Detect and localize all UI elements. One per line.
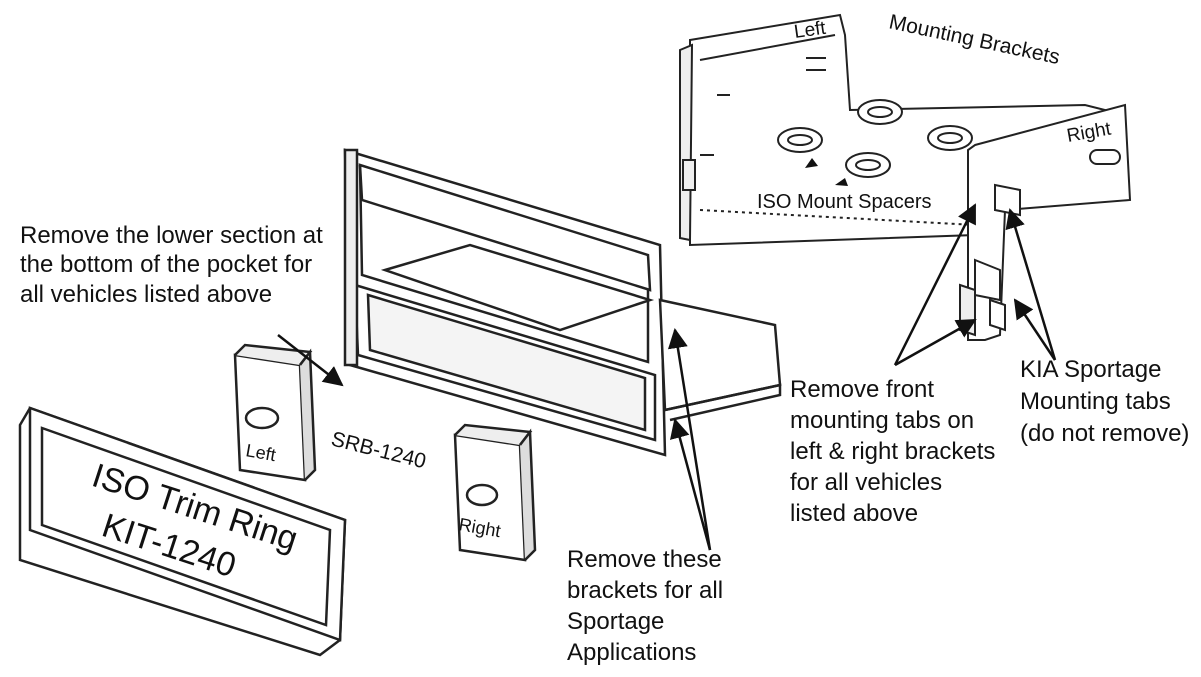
radio-pocket-frame [343, 148, 782, 457]
remove-brackets-label: Remove these brackets for all Sportage A… [567, 546, 723, 666]
iso-mount-spacers-label: ISO Mount Spacers [757, 191, 932, 213]
arrow-kia-tab-2 [1013, 298, 1057, 361]
left-block [233, 343, 317, 482]
arrow-lower-section [277, 334, 344, 387]
svg-text:brackets for all: brackets for all [567, 577, 723, 604]
svg-text:Sportage: Sportage [567, 608, 664, 635]
mounting-brackets-label: Mounting Brackets [887, 10, 1062, 69]
svg-text:listed above: listed above [790, 500, 918, 527]
svg-text:left & right brackets: left & right brackets [790, 438, 995, 465]
svg-text:Remove these: Remove these [567, 546, 722, 573]
iso-mount-spacers [777, 99, 973, 186]
arrow-bracket-bottom [670, 418, 712, 551]
pointer-arrows [277, 203, 1057, 551]
svg-text:mounting tabs on: mounting tabs on [790, 407, 974, 434]
model-label: SRB-1240 [329, 428, 429, 474]
right-block [453, 423, 537, 562]
remove-front-tabs-label: Remove front mounting tabs on left & rig… [790, 376, 995, 527]
svg-text:(do not remove): (do not remove) [1020, 420, 1189, 447]
svg-text:Applications: Applications [567, 639, 696, 666]
svg-text:all vehicles listed above: all vehicles listed above [20, 281, 272, 308]
svg-text:Remove front: Remove front [790, 376, 934, 403]
arrow-front-tab-1 [893, 203, 977, 366]
svg-text:Mounting tabs: Mounting tabs [1020, 388, 1171, 415]
svg-text:KIA Sportage: KIA Sportage [1020, 356, 1161, 383]
arrow-bracket-top [667, 328, 712, 551]
remove-lower-section-label: Remove the lower section at the bottom o… [20, 222, 323, 308]
iso-trim-ring [18, 406, 347, 657]
left-bracket-label: Left [793, 18, 828, 43]
arrow-front-tab-2 [894, 318, 977, 367]
svg-text:the bottom of the pocket for: the bottom of the pocket for [20, 251, 312, 278]
kia-sportage-label: KIA Sportage Mounting tabs (do not remov… [1020, 356, 1189, 447]
arrow-kia-tab-1 [1005, 208, 1057, 361]
svg-text:Remove the lower section at: Remove the lower section at [20, 222, 323, 249]
svg-text:for all vehicles: for all vehicles [790, 469, 942, 496]
